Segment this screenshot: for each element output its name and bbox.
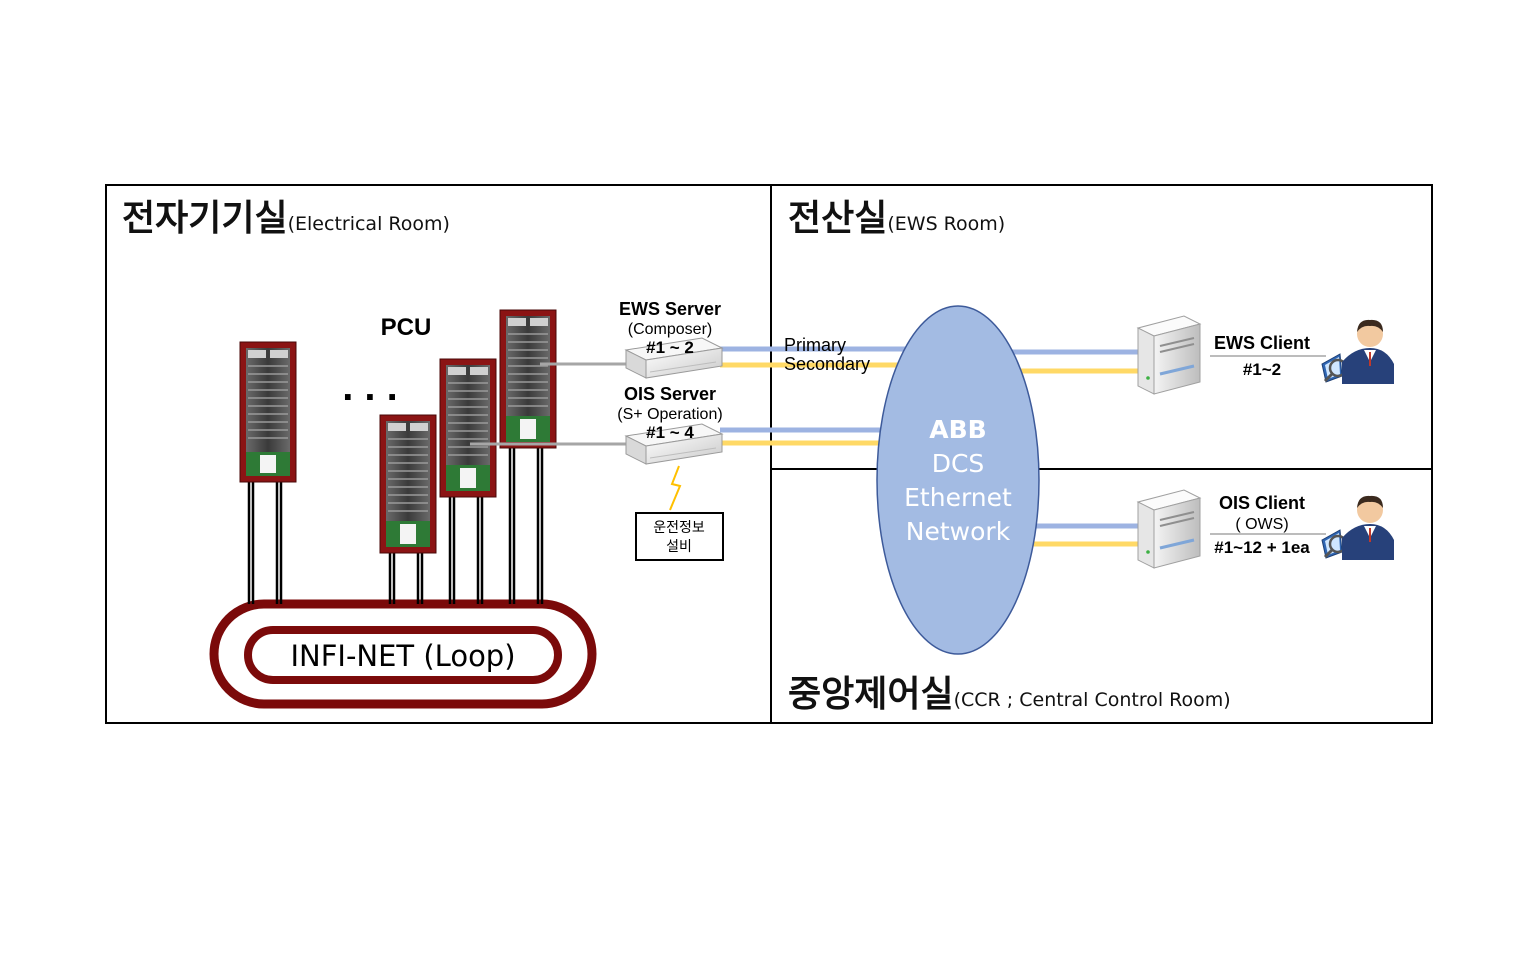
primary-link-label: Primary	[784, 335, 846, 355]
ois-client-pc-icon	[1136, 488, 1202, 570]
pcu-cabinet	[379, 414, 437, 554]
ops-info-line2: 설비	[666, 539, 692, 555]
pcu-cabinet	[239, 341, 297, 483]
network-links	[720, 346, 1140, 547]
ews-client: EWS Client #1~2	[1136, 314, 1396, 396]
pcu-cabinet	[439, 358, 497, 498]
ews-server-role: (Composer)	[628, 321, 712, 338]
pcu-ellipsis: . . .	[342, 365, 398, 409]
ois-client-label: OIS Client	[1219, 493, 1305, 513]
ois-server-role: (S+ Operation)	[617, 406, 722, 423]
pcu-cabinet	[499, 309, 557, 449]
network-label-line1: ABB	[929, 415, 986, 444]
ews-server: EWS Server (Composer) #1 ~ 2	[619, 299, 723, 379]
ois-client: OIS Client ( OWS) #1~12 + 1ea	[1136, 488, 1396, 570]
ops-info-line1: 운전정보	[653, 520, 705, 536]
network-label-line4: Network	[906, 517, 1011, 546]
ews-operator-icon	[1320, 318, 1396, 386]
ccr-room-title: 중앙제어실(CCR ; Central Control Room)	[788, 674, 1231, 715]
ews-client-count: #1~2	[1243, 360, 1281, 379]
pcu-cables	[247, 448, 544, 604]
infinet-label: INFI-NET (Loop)	[290, 639, 515, 673]
ops-info-equipment: 운전정보 설비	[635, 512, 724, 561]
network-label-line2: DCS	[932, 449, 985, 478]
pcu-label: PCU	[381, 314, 432, 341]
ois-client-count: #1~12 + 1ea	[1214, 538, 1310, 557]
ews-room-title: 전산실(EWS Room)	[788, 198, 1005, 239]
ews-client-pc-icon	[1136, 314, 1202, 396]
secondary-link-label: Secondary	[784, 354, 870, 374]
infinet-loop: INFI-NET (Loop)	[209, 599, 597, 709]
ois-server: OIS Server (S+ Operation) #1 ~ 4	[617, 384, 723, 465]
ois-operator-icon	[1320, 494, 1396, 562]
electrical-room-title: 전자기기실(Electrical Room)	[122, 198, 450, 239]
ops-info-link-bolt	[669, 465, 682, 511]
ois-server-label: OIS Server	[624, 384, 716, 404]
ews-client-label: EWS Client	[1214, 333, 1310, 353]
network-label-line3: Ethernet	[904, 483, 1012, 512]
ews-server-count: #1 ~ 2	[646, 338, 694, 357]
ois-server-count: #1 ~ 4	[646, 423, 694, 442]
diagram-frame	[105, 184, 1433, 724]
abb-dcs-network: ABB DCS Ethernet Network	[876, 305, 1040, 655]
ews-server-label: EWS Server	[619, 299, 721, 319]
ois-client-type: ( OWS)	[1235, 516, 1288, 533]
